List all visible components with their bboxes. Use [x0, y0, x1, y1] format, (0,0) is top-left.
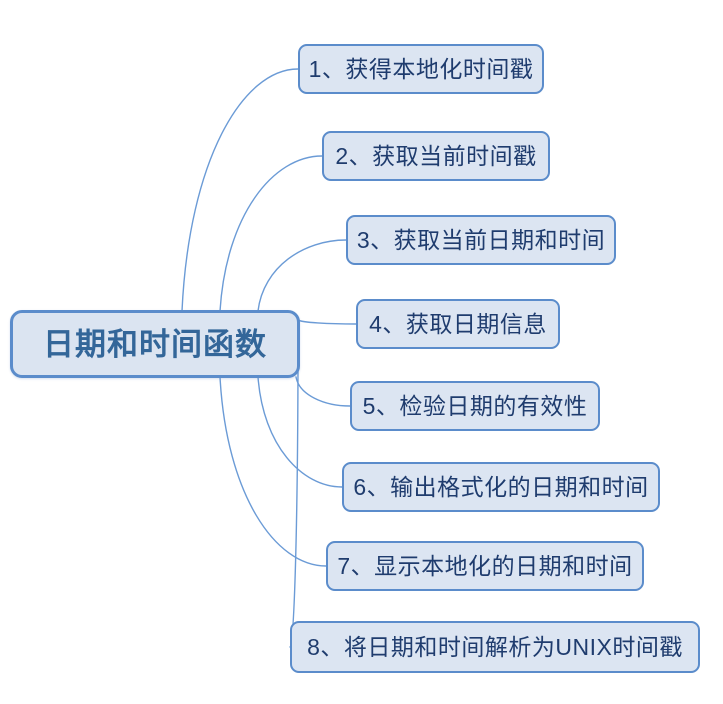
child-node-1[interactable]: 1、获得本地化时间戳 — [298, 44, 544, 94]
connector-root-to-child-1 — [181, 68, 299, 312]
connector-root-to-child-7 — [219, 376, 327, 567]
root-node-label: 日期和时间函数 — [43, 326, 267, 362]
child-node-label-6: 6、输出格式化的日期和时间 — [353, 473, 649, 500]
connector-root-to-child-3 — [257, 239, 347, 312]
child-node-3[interactable]: 3、获取当前日期和时间 — [346, 215, 616, 265]
connector-root-to-child-6 — [257, 376, 343, 488]
child-node-label-2: 2、获取当前时间戳 — [335, 142, 537, 169]
root-node[interactable]: 日期和时间函数 — [10, 310, 300, 378]
connector-root-to-child-8 — [289, 367, 299, 648]
child-node-label-5: 5、检验日期的有效性 — [362, 392, 588, 419]
child-node-5[interactable]: 5、检验日期的有效性 — [350, 381, 600, 431]
connector-root-to-child-5 — [295, 376, 351, 407]
child-node-2[interactable]: 2、获取当前时间戳 — [322, 131, 550, 181]
child-node-label-8: 8、将日期和时间解析为UNIX时间戳 — [307, 633, 683, 660]
child-node-8[interactable]: 8、将日期和时间解析为UNIX时间戳 — [290, 621, 700, 673]
child-node-4[interactable]: 4、获取日期信息 — [356, 299, 560, 349]
child-node-6[interactable]: 6、输出格式化的日期和时间 — [342, 462, 660, 512]
child-node-7[interactable]: 7、显示本地化的日期和时间 — [326, 541, 644, 591]
child-node-label-1: 1、获得本地化时间戳 — [308, 55, 534, 82]
child-node-label-4: 4、获取日期信息 — [369, 310, 547, 337]
child-node-label-7: 7、显示本地化的日期和时间 — [337, 552, 633, 579]
connector-root-to-child-4 — [297, 319, 357, 325]
connector-root-to-child-2 — [219, 155, 323, 312]
child-node-label-3: 3、获取当前日期和时间 — [356, 226, 606, 253]
